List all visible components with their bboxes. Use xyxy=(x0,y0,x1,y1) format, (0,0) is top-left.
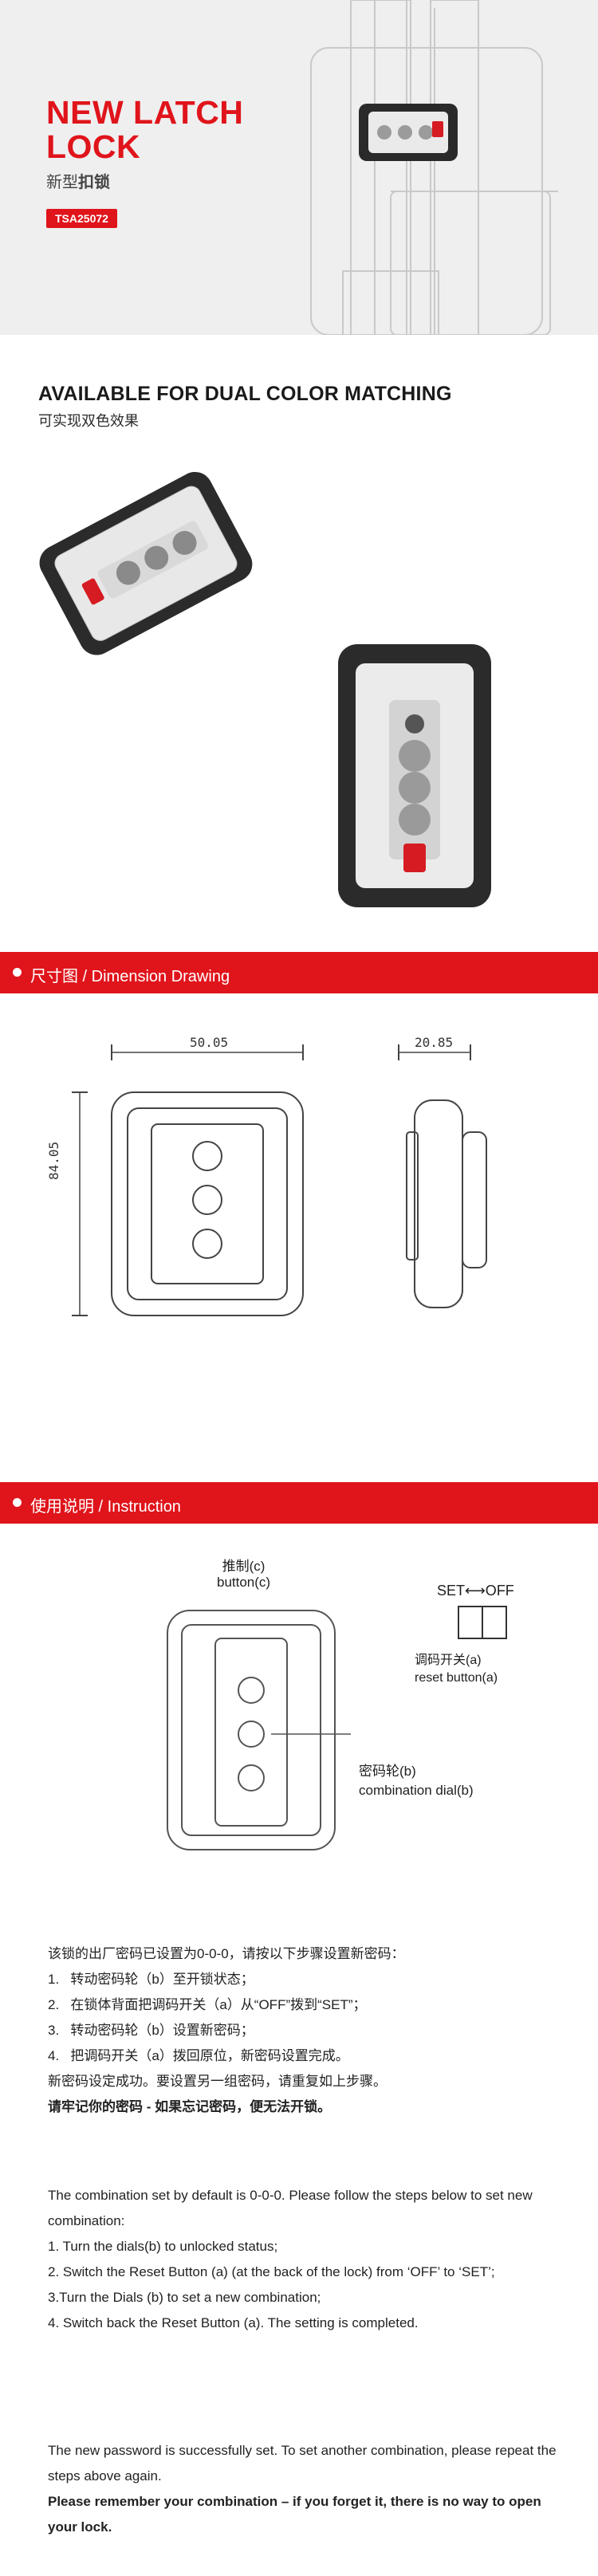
instruction-bar-title: 使用说明 / Instruction xyxy=(30,1498,181,1516)
dimension-drawing xyxy=(72,1044,487,1316)
availability-heading: AVAILABLE FOR DUAL COLOR MATCHING xyxy=(38,383,452,405)
silver-dark-lock-tilted xyxy=(39,471,253,655)
reset-button-label: 调码开关(a) reset button(a) xyxy=(415,1654,498,1685)
width-dimension-label: 50.05 xyxy=(190,1035,229,1050)
instruction-section-bar: 使用说明 / Instruction xyxy=(0,1482,598,1524)
sku-badge: TSA25072 xyxy=(46,209,117,228)
instruction-lock-diagram xyxy=(167,1610,351,1850)
bullet-dot-icon xyxy=(13,968,22,977)
reset-switch-icon xyxy=(458,1606,507,1639)
suitcase-illustration xyxy=(310,0,558,335)
steps-english: The combination set by default is 0-0-0.… xyxy=(48,2188,533,2330)
height-dimension-label: 84.05 xyxy=(46,1141,61,1180)
bullet-dot-icon xyxy=(13,1498,22,1507)
lock-thumbnail-icon xyxy=(359,104,458,161)
availability-section: AVAILABLE FOR DUAL COLOR MATCHING 可实现双色效… xyxy=(0,0,598,907)
set-off-label: SET⟷OFF xyxy=(437,1583,514,1599)
steps-chinese: 该锁的出厂密码已设置为0-0-0，请按以下步骤设置新密码： 1. 转动密码轮（b… xyxy=(48,1946,405,2114)
hero-banner: NEW LATCH LOCK 新型扣锁 TSA25072 xyxy=(0,0,598,335)
product-subtitle: 新型扣锁 xyxy=(46,174,110,191)
silver-dark-lock-upright xyxy=(338,644,491,907)
depth-dimension-label: 20.85 xyxy=(415,1035,454,1050)
availability-subheading: 可实现双色效果 xyxy=(38,413,139,429)
product-title: NEW LATCH LOCK xyxy=(46,94,244,165)
side-view xyxy=(398,1044,487,1308)
steps-english-outro: The new password is successfully set. To… xyxy=(48,2443,557,2535)
combination-dial-label: 密码轮(b) combination dial(b) xyxy=(359,1764,474,1798)
front-view xyxy=(72,1044,304,1316)
dimension-section-bar: 尺寸图 / Dimension Drawing xyxy=(0,952,598,993)
dimension-bar-title: 尺寸图 / Dimension Drawing xyxy=(30,968,230,985)
push-button-label: 推制(c) button(c) xyxy=(217,1559,271,1590)
